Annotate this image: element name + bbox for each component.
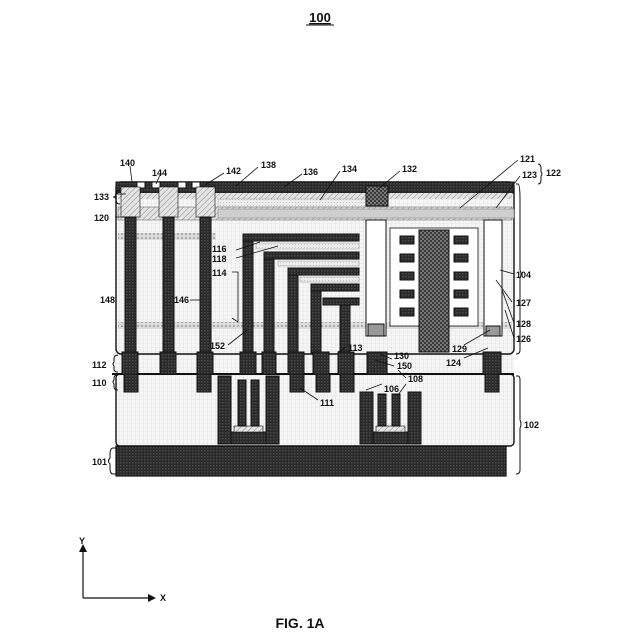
label-152: 152	[210, 341, 225, 351]
layer-121	[218, 209, 514, 218]
label-124: 124	[446, 358, 461, 368]
label-140: 140	[120, 158, 135, 168]
label-112: 112	[92, 360, 107, 370]
x-axis-label: X	[160, 593, 166, 603]
label-134: 134	[342, 164, 357, 174]
label-126: 126	[516, 334, 531, 344]
label-106: 106	[384, 384, 399, 394]
label-116: 116	[212, 244, 227, 254]
label-108: 108	[408, 374, 423, 384]
label-138: 138	[261, 160, 276, 170]
substrate-layer-101	[116, 446, 506, 476]
y-axis-label: Y	[79, 536, 85, 546]
device-layer-102	[116, 374, 514, 446]
label-120: 120	[94, 213, 109, 223]
label-130: 130	[394, 351, 409, 361]
label-111: 111	[320, 398, 334, 408]
label-133: 133	[94, 192, 109, 202]
label-114: 114	[212, 268, 227, 278]
label-127: 127	[516, 298, 531, 308]
label-122: 122	[546, 168, 561, 178]
label-128: 128	[516, 319, 531, 329]
label-144: 144	[152, 168, 167, 178]
notch-3	[178, 182, 186, 188]
figure-number: 100	[309, 10, 331, 25]
label-118: 118	[212, 254, 227, 264]
label-148: 148	[100, 295, 115, 305]
label-142: 142	[226, 166, 241, 176]
channel-pillar-130	[419, 230, 449, 352]
label-150: 150	[397, 361, 412, 371]
contact-132	[366, 186, 388, 206]
label-123: 123	[522, 170, 537, 180]
figure-caption: FIG. 1A	[275, 615, 324, 631]
axis-indicator	[79, 544, 156, 602]
label-129: 129	[452, 344, 467, 354]
label-104: 104	[516, 270, 531, 280]
label-146: 146	[174, 295, 189, 305]
label-102: 102	[524, 420, 539, 430]
label-121: 121	[520, 154, 535, 164]
label-113: 113	[348, 343, 363, 353]
label-132: 132	[402, 164, 417, 174]
label-110: 110	[92, 378, 107, 388]
label-101: 101	[92, 457, 107, 467]
label-136: 136	[303, 167, 318, 177]
